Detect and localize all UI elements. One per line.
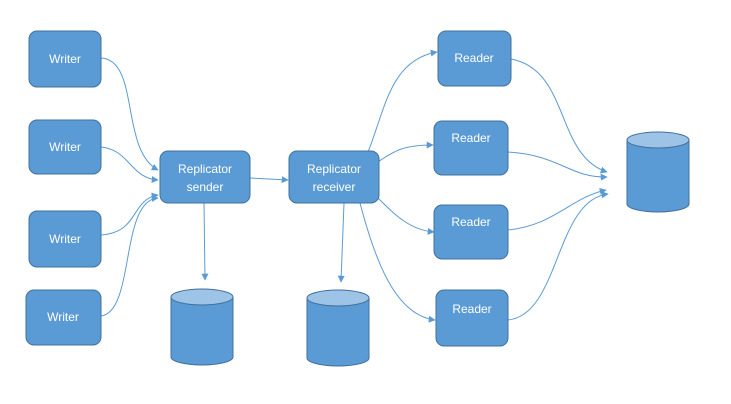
edge-reader-4-to-db <box>507 191 609 321</box>
reader-4-label: Reader <box>452 302 491 316</box>
edge-receiver-to-reader-4 <box>359 202 436 323</box>
writer-node-1: Writer <box>28 30 102 88</box>
receiver-database-icon <box>306 289 370 367</box>
edge-receiver-to-reader-3 <box>377 197 435 235</box>
edge-writer-3-to-sender <box>100 192 159 236</box>
edge-sender-to-receiver <box>249 176 289 184</box>
edge-receiver-to-reader-1 <box>367 49 438 153</box>
sender-label-line1: Replicator <box>178 162 232 176</box>
replicator-receiver-node: Replicator receiver <box>288 150 380 204</box>
reader-database-icon <box>626 131 690 213</box>
sender-label-line2: sender <box>187 180 224 194</box>
writer-4-label: Writer <box>47 310 79 324</box>
reader-node-3: Reader <box>433 204 509 260</box>
writer-3-label: Writer <box>49 232 81 246</box>
edges <box>100 49 609 323</box>
edge-writer-1-to-sender <box>100 57 159 171</box>
edge-receiver-to-reader-2 <box>377 141 434 163</box>
reader-node-4: Reader <box>435 289 509 347</box>
edge-reader-1-to-db <box>510 58 608 174</box>
receiver-label-line1: Replicator <box>307 162 361 176</box>
writer-node-3: Writer <box>28 210 102 268</box>
reader-3-label: Reader <box>451 215 490 229</box>
reader-1-label: Reader <box>454 51 493 65</box>
edge-receiver-to-db <box>337 202 345 283</box>
reader-node-2: Reader <box>433 120 509 176</box>
receiver-label-line2: receiver <box>313 180 356 194</box>
reader-node-1: Reader <box>437 30 512 87</box>
replicator-sender-node: Replicator sender <box>159 150 251 204</box>
sender-database-icon <box>170 288 234 366</box>
writer-2-label: Writer <box>49 140 81 154</box>
edge-reader-2-to-db <box>507 151 608 181</box>
reader-2-label: Reader <box>451 131 490 145</box>
writer-node-4: Writer <box>25 289 102 346</box>
edge-reader-3-to-db <box>507 187 607 231</box>
writer-node-2: Writer <box>28 119 102 175</box>
edge-writer-2-to-sender <box>100 146 159 184</box>
edge-writer-4-to-sender <box>100 194 159 317</box>
writer-1-label: Writer <box>49 52 81 66</box>
edge-sender-to-db <box>201 202 209 281</box>
